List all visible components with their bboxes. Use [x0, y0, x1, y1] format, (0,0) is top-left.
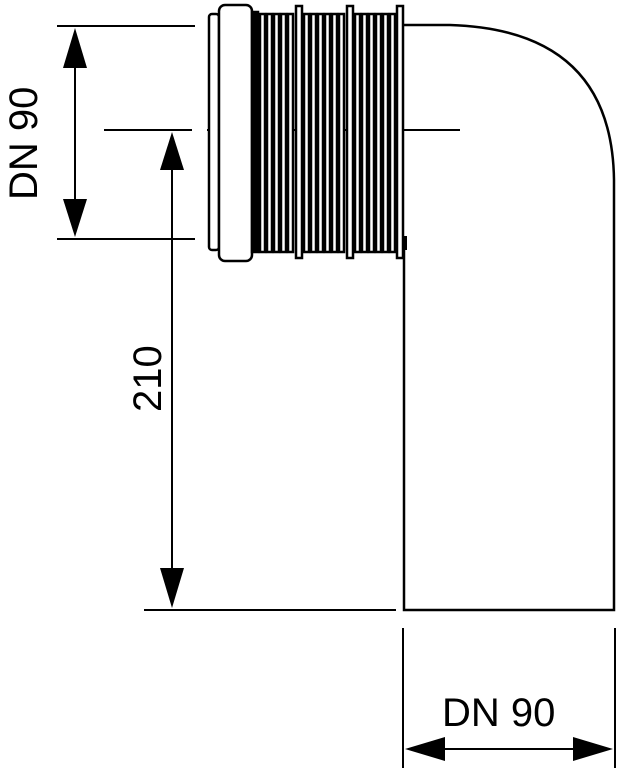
extension-lines [57, 25, 616, 768]
arrow-left-icon [405, 737, 445, 761]
ribbed-socket [207, 3, 405, 263]
height-label: 210 [126, 345, 170, 412]
dimension-lines [74, 60, 580, 750]
arrow-down-icon [160, 568, 184, 608]
arrow-right-icon [573, 737, 613, 761]
arrow-down-icon [63, 199, 87, 237]
pipe-bend-body [402, 23, 616, 612]
arrow-up-icon [160, 132, 184, 170]
socket-shoulder [403, 236, 407, 250]
arrow-up-icon [63, 28, 87, 68]
socket-diameter-label: DN 90 [2, 87, 46, 200]
dimension-arrows [63, 28, 613, 761]
outlet-diameter-label: DN 90 [442, 691, 555, 735]
